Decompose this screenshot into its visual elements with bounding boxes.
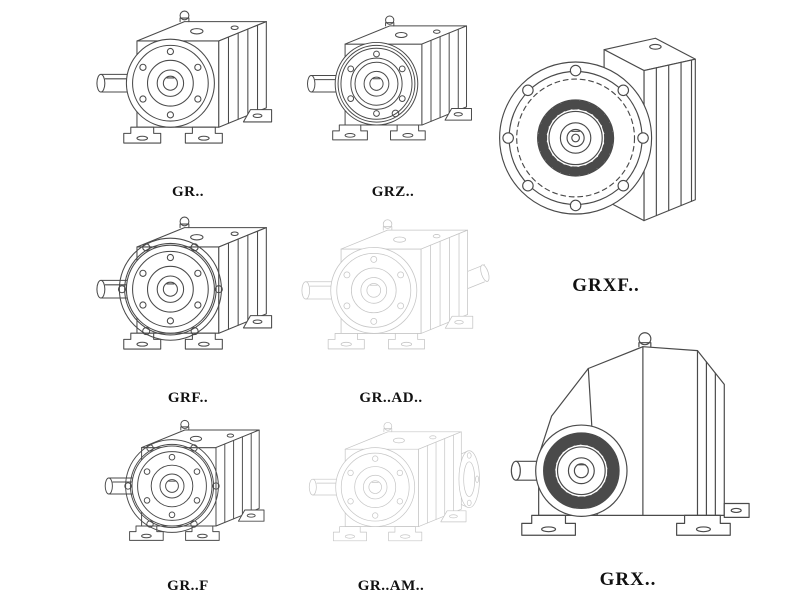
figure-grz: GRZ..	[298, 2, 488, 204]
figure-grx: GRX..	[494, 302, 762, 592]
gearbox-drawing-grff	[104, 419, 265, 541]
gearbox-label-grx: GRX..	[599, 569, 657, 590]
gearbox-label-gr: GR..	[172, 184, 204, 200]
gearbox-label-grff: GR..F	[167, 578, 209, 594]
gearbox-label-grad: GR..AD..	[359, 390, 423, 406]
gearbox-label-gram: GR..AM..	[357, 578, 425, 594]
gearbox-drawing-gr	[96, 10, 273, 144]
figure-gr: GR..	[82, 2, 294, 204]
gearbox-drawing-grz	[307, 15, 472, 141]
gearbox-label-grz: GRZ..	[371, 184, 415, 200]
figure-grff: GR..F	[82, 412, 294, 598]
gearbox-label-grf: GRF..	[167, 390, 209, 406]
figure-grxf: GRXF..	[492, 0, 720, 298]
figure-grf: GRF..	[82, 208, 294, 410]
figure-gram: GR..AM..	[292, 414, 490, 598]
gearbox-drawing-grx	[494, 304, 762, 568]
gearbox-drawing-grf	[96, 216, 273, 350]
gearbox-drawing-grad	[301, 219, 490, 350]
figure-grad: GR..AD..	[292, 210, 490, 410]
gearbox-drawing-gram	[308, 421, 480, 542]
gearbox-drawing-grxf	[492, 2, 720, 274]
gearbox-label-grxf: GRXF..	[572, 275, 640, 296]
